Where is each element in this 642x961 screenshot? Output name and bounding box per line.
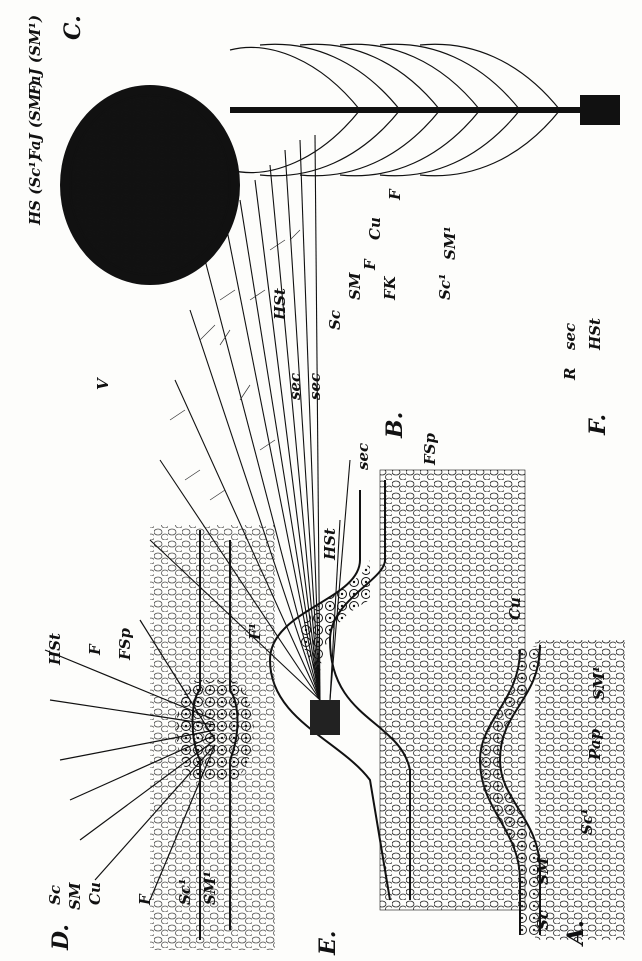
fig-c-faj2: FaJ (SM¹) xyxy=(26,80,44,161)
fig-e-hst2: HSt xyxy=(321,528,339,561)
fig-a-sc1: Sc¹ xyxy=(578,808,596,835)
fig-f-r: R xyxy=(561,368,579,381)
fig-a-sm: SM xyxy=(534,857,552,885)
fig-c-letter: C. xyxy=(60,15,86,40)
fig-f-hst: HSt xyxy=(586,318,604,351)
fig-d-cu: Cu xyxy=(86,882,104,905)
fig-d-f1: F¹ xyxy=(246,623,264,641)
fig-b-cu: Cu xyxy=(366,217,384,240)
fig-b-f: F xyxy=(361,258,379,271)
fig-d-sc1: Sc¹ xyxy=(176,878,194,905)
fig-b-sc1: Sc¹ xyxy=(436,273,454,300)
fig-e-fsp: FSp xyxy=(421,433,439,466)
fig-f-letter: F. xyxy=(585,414,611,436)
fig-d-letter: D. xyxy=(48,924,74,951)
figure-f xyxy=(230,44,620,175)
fig-e-hst1: HSt xyxy=(271,288,289,321)
fig-d-hst: HSt xyxy=(46,633,64,666)
fig-b-sc: Sc xyxy=(326,310,344,330)
fig-b-sm: SM xyxy=(346,272,364,300)
fig-b-sm1: SM¹ xyxy=(441,226,459,260)
fig-a-pap: Pap xyxy=(586,728,604,761)
fig-d-sc: Sc xyxy=(46,885,64,905)
fig-d-sm: SM xyxy=(66,882,84,910)
fig-d-sm1: SM¹ xyxy=(201,871,219,905)
fig-f-sec: sec xyxy=(561,323,579,350)
fig-c-hs: HS (Sc¹) xyxy=(26,154,44,226)
fig-b-letter: B. xyxy=(382,412,408,439)
fig-f-v: V xyxy=(94,377,112,390)
fig-a-sm1: SM¹ xyxy=(590,666,608,700)
fig-d-fsp: FSp xyxy=(116,628,134,661)
fig-a-cu: Cu xyxy=(506,597,524,620)
fig-e-sec3: sec xyxy=(354,443,372,470)
fig-b-f2: F xyxy=(386,188,404,201)
figure-c xyxy=(60,85,240,285)
fig-a-sc: Sc xyxy=(534,910,552,930)
fig-b-fk: FK xyxy=(381,275,399,301)
fig-e-sec1: sec xyxy=(286,373,304,400)
fig-e-letter: E. xyxy=(315,931,341,956)
fig-a-letter: A. xyxy=(563,920,589,947)
fig-e-sec2: sec xyxy=(306,373,324,400)
figure-b xyxy=(270,470,525,910)
fig-d-f2: F xyxy=(136,893,154,906)
fig-d-f: F xyxy=(86,643,104,656)
